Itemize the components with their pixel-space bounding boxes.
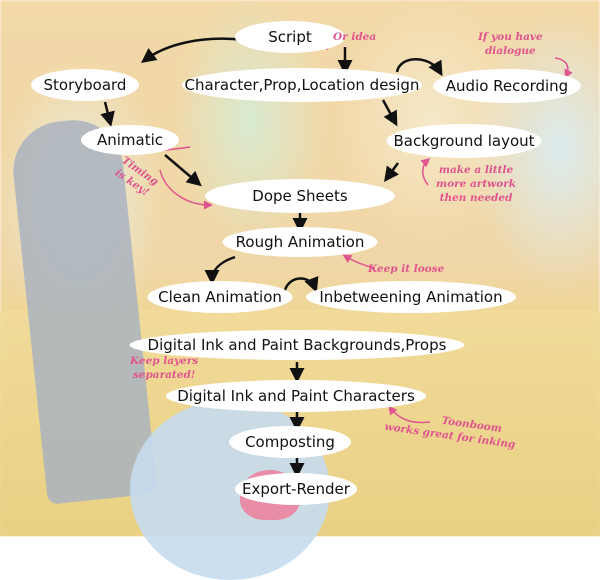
node-dope-sheets: Dope Sheets <box>205 179 395 213</box>
node-ink-backgrounds: Digital Ink and Paint Backgrounds,Props <box>129 330 465 360</box>
pointer-loose <box>342 254 376 269</box>
pointer-toonboom <box>388 405 431 424</box>
node-composting: Composting <box>229 426 351 458</box>
note-keep-loose: Keep it loose <box>368 263 445 275</box>
node-script: Script <box>235 21 345 53</box>
node-background: Background layout <box>386 124 542 158</box>
note-line: separated! <box>132 369 196 381</box>
note-artwork: make a little more artwork then needed <box>436 163 516 205</box>
node-inbetween: Inbetweening Animation <box>306 281 516 313</box>
arrows-layer <box>44 27 573 478</box>
arrow-animatic-dope <box>164 154 202 187</box>
note-line: then needed <box>439 192 513 204</box>
node-audio: Audio Recording <box>433 69 581 103</box>
note-line: make a little <box>438 164 514 176</box>
node-clean: Clean Animation <box>147 281 293 313</box>
pointer-timing <box>159 169 213 210</box>
node-export: Export-Render <box>235 473 357 505</box>
arrow-clean-inbetween <box>283 275 319 293</box>
node-ink-characters: Digital Ink and Paint Characters <box>166 380 426 412</box>
arrow-script-storyboard <box>140 37 246 63</box>
pointer-dialogue <box>554 57 573 79</box>
arrow-design-background <box>381 99 398 127</box>
pointer-artwork <box>420 158 431 186</box>
node-rough: Rough Animation <box>222 227 378 257</box>
arrow-rough-clean <box>204 255 236 285</box>
note-layers: Keep layers separated! <box>130 354 198 382</box>
arrow-storyboard-animatic <box>100 101 115 127</box>
note-line: more artwork <box>436 178 517 190</box>
note-dialogue: If you have dialogue <box>478 30 543 58</box>
note-line: If you have <box>478 31 543 43</box>
node-design: Character,Prop,Location design <box>182 68 422 102</box>
arrow-design-audio <box>395 58 443 77</box>
note-line: Keep layers <box>130 355 199 367</box>
note-line: dialogue <box>484 45 536 57</box>
note-or-idea: Or idea <box>333 31 377 43</box>
arrow-background-dope <box>384 162 400 183</box>
node-storyboard: Storyboard <box>31 69 139 101</box>
node-animatic: Animatic <box>81 125 179 155</box>
